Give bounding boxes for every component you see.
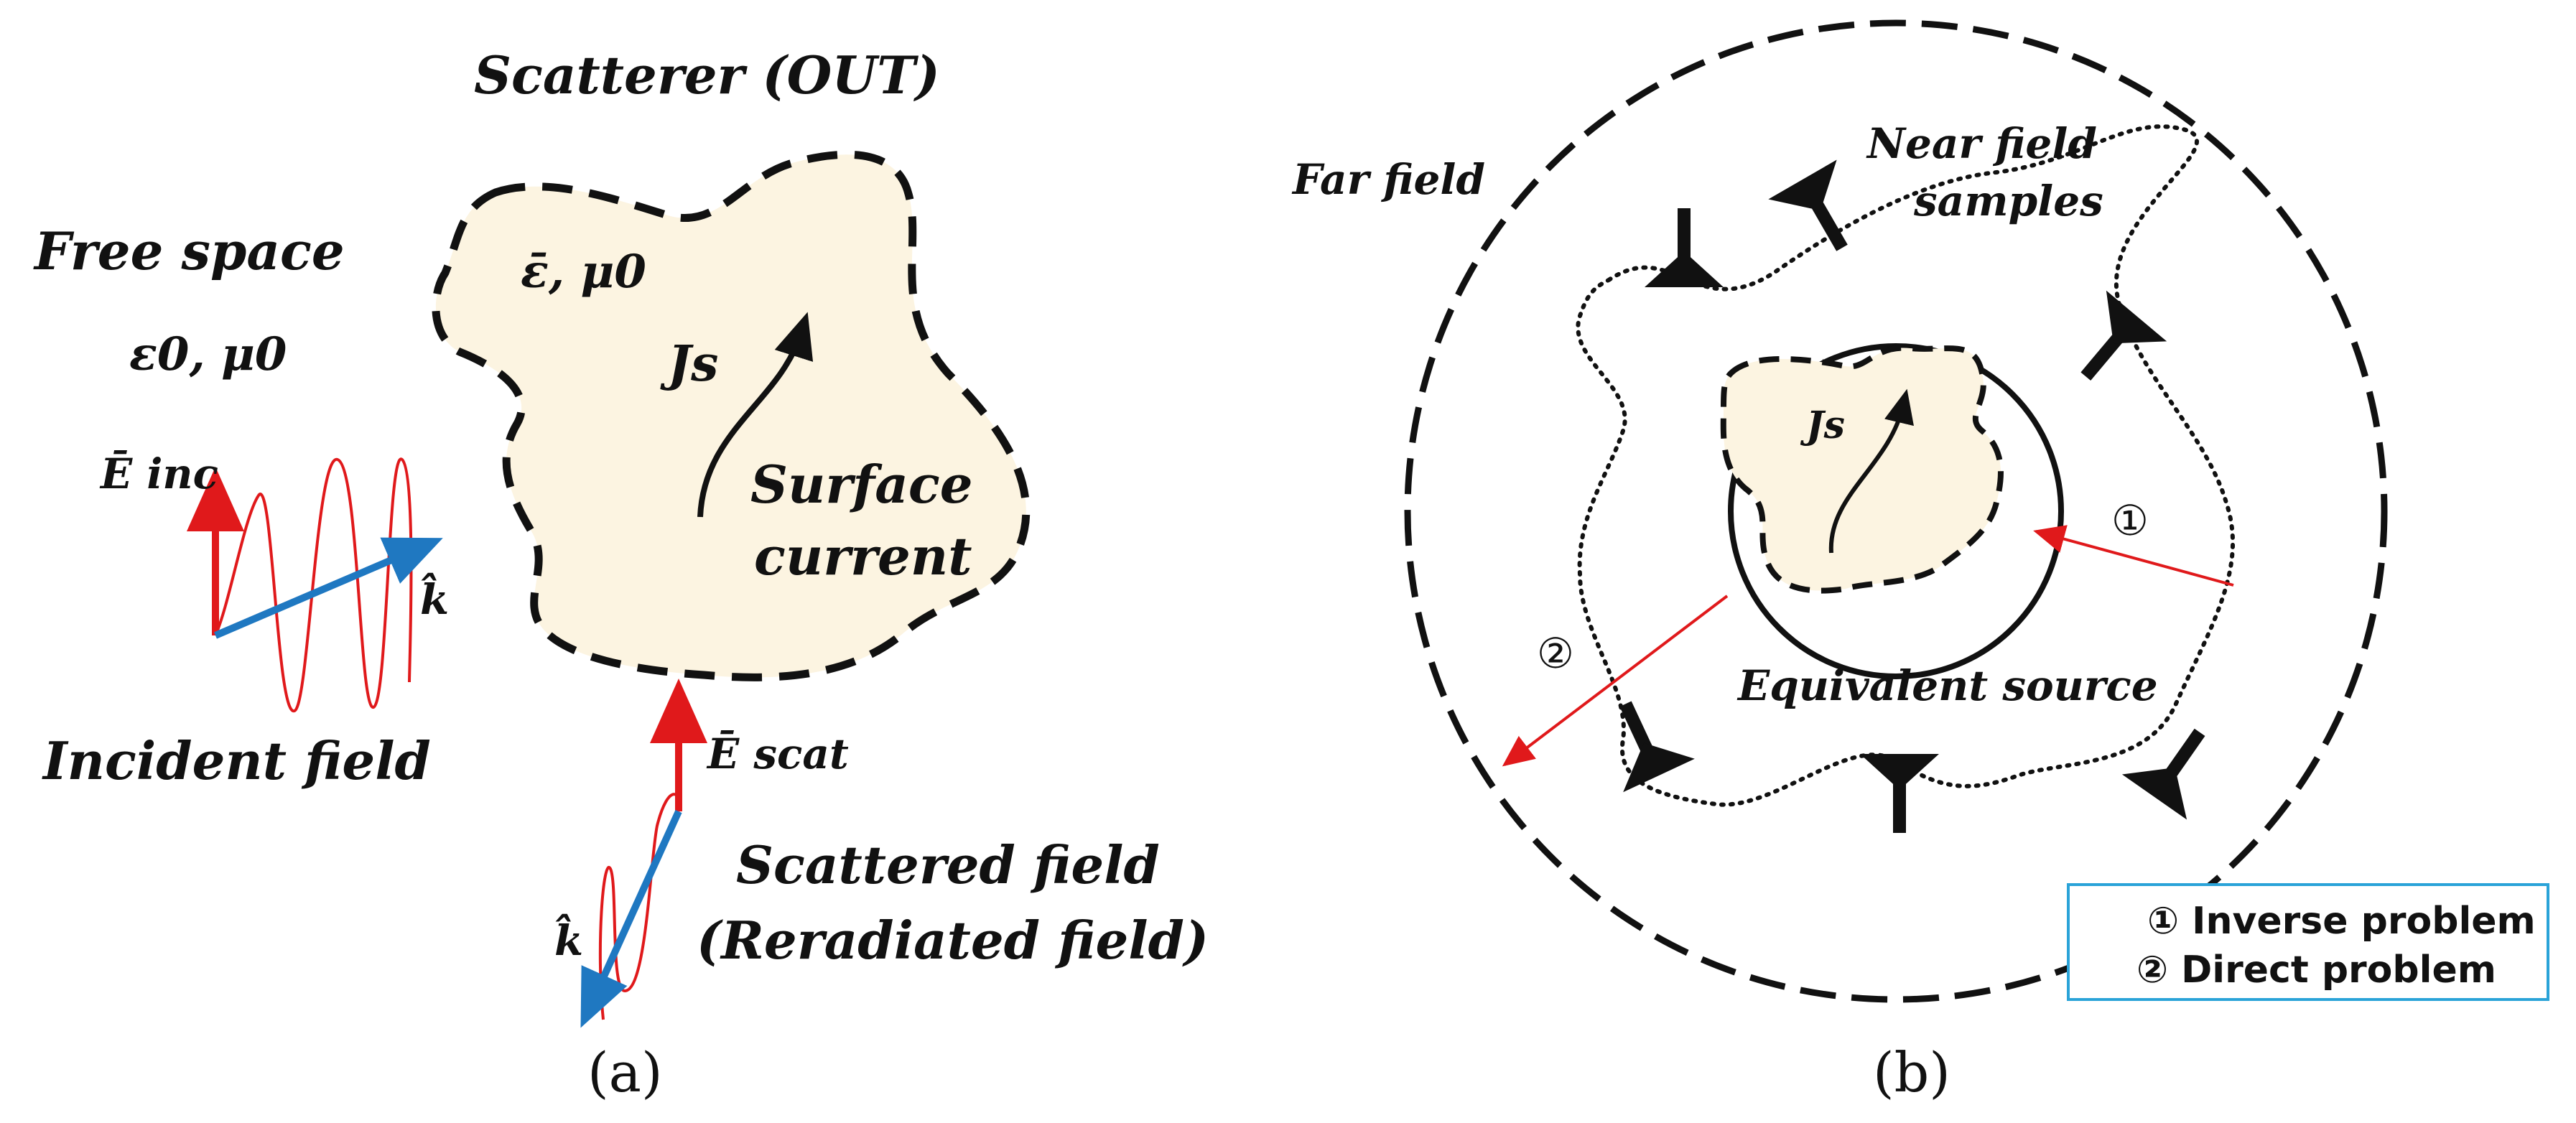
legend-line2: ② Direct problem (2136, 949, 2496, 992)
free-space-params: ε0, μ0 (129, 327, 287, 381)
scatterer-shape (432, 150, 1031, 681)
incident-k-label: k̂ (420, 572, 449, 624)
far-field-label: Far field (1291, 155, 1485, 204)
incident-field-label: Ē inc (99, 449, 218, 498)
marker-1: ① (2111, 496, 2149, 545)
current-symbol-a: Js (660, 335, 718, 393)
caption-b: (b) (1873, 1040, 1950, 1104)
probe-bottom-right (2121, 728, 2205, 820)
inner-current-arrow (1828, 388, 1914, 554)
near-field-line1: Near field (1866, 119, 2097, 168)
scattered-field-label: Ē scat (706, 730, 849, 778)
scattered-field-line1: Scattered field (736, 834, 1160, 895)
direct-problem-arrow (1502, 595, 1729, 767)
panel-b: Far field Near field samples Js Equivale… (1291, 19, 2549, 1104)
probe-bottom (1860, 754, 1939, 833)
surface-current-line1: Surface (750, 454, 973, 515)
near-field-contour (1576, 124, 2236, 807)
caption-a: (a) (587, 1040, 663, 1104)
surface-current-arrow (697, 312, 814, 518)
probe-right (2080, 290, 2167, 381)
surface-current-line2: current (754, 526, 972, 587)
scattered-wave (580, 679, 707, 1028)
marker-2: ② (1537, 629, 1574, 678)
scatterer-title: Scatterer (OUT) (474, 45, 940, 106)
far-field-circle (1404, 19, 2388, 1003)
equivalent-source-label: Equivalent source (1736, 661, 2158, 710)
probe-antennas (1619, 159, 2205, 833)
legend-box (2067, 883, 2549, 1001)
probe-top-left (1645, 208, 1724, 287)
near-field-line2: samples (1913, 177, 2103, 225)
scattered-k-label: k̂ (554, 913, 583, 965)
legend-line1: ① Inverse problem (2147, 900, 2536, 943)
inverse-problem-arrow (2033, 525, 2234, 587)
scattered-field-line2: (Reradiated field) (697, 910, 1209, 971)
inner-scatterer-shape (1720, 345, 2004, 594)
probe-bottom-left (1619, 701, 1695, 793)
scatterer-medium: ε̄, μ0 (521, 245, 646, 299)
incident-wave (187, 457, 443, 712)
panel-a: Scatterer (OUT) ε̄, μ0 Free space ε0, μ0… (33, 45, 1209, 1104)
free-space-title: Free space (33, 220, 345, 281)
current-symbol-b: Js (1800, 404, 1845, 447)
probe-top (1768, 159, 1848, 251)
incident-field-caption: Incident field (42, 730, 431, 791)
